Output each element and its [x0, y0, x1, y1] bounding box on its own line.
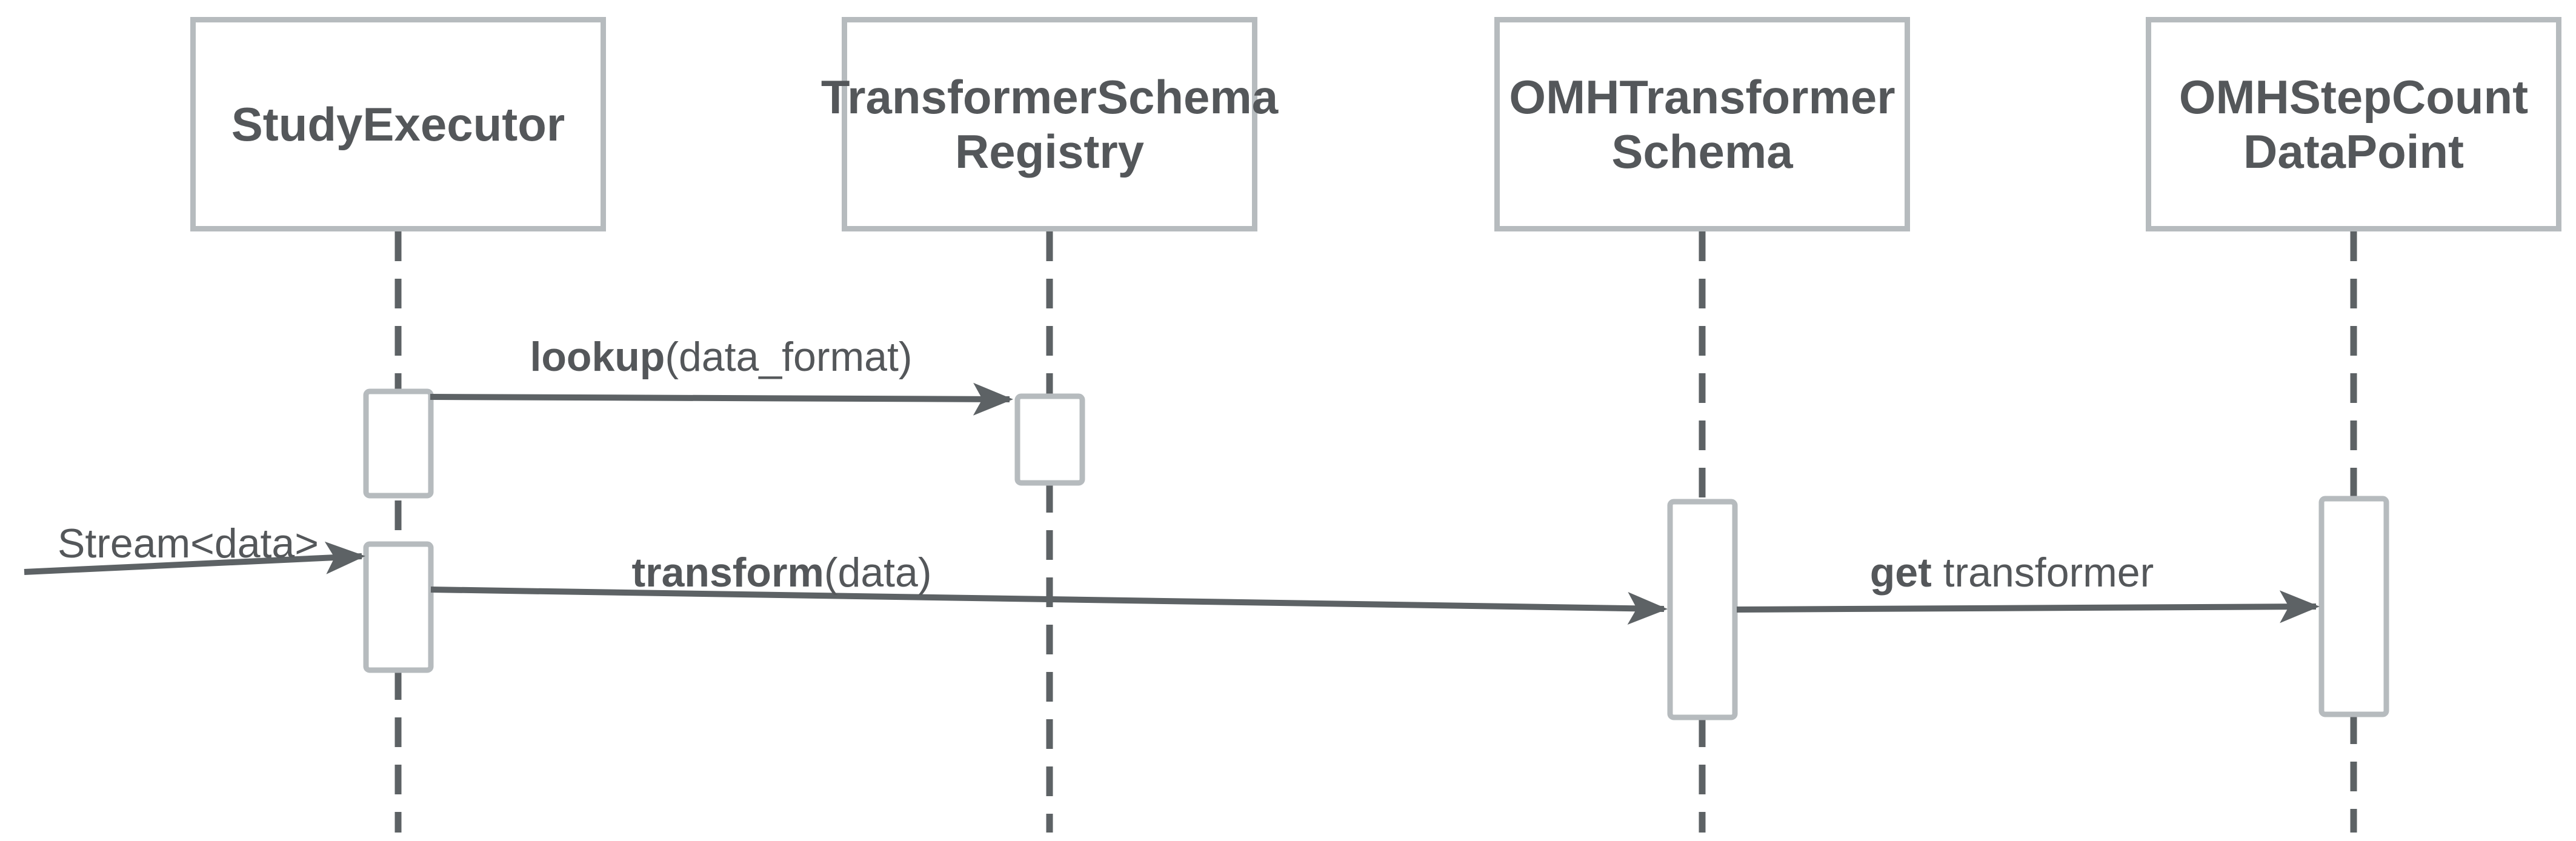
participant-label: Schema [1611, 125, 1793, 178]
message-text: transformer [1931, 550, 2154, 596]
participant-omh-transformer-schema: OMHTransformer Schema [1494, 17, 1910, 231]
message-text: (data_format) [665, 334, 913, 380]
message-label-transform: transform(data) [631, 549, 931, 596]
message-label-stream-data: Stream<data> [58, 520, 319, 567]
participant-omh-step-count-data-point: OMHStepCount DataPoint [2146, 17, 2561, 231]
participant-label: DataPoint [2243, 125, 2465, 178]
participant-label: OMHTransformer [1509, 70, 1895, 124]
activation-transformer-schema-registry [1014, 393, 1085, 486]
activation-study-executor-transform [363, 541, 434, 673]
message-text: (data) [824, 550, 932, 596]
message-text: Stream<data> [58, 520, 319, 567]
message-label-get-transformer: get transformer [1870, 549, 2154, 596]
arrow-transform [430, 587, 1668, 625]
activation-study-executor-lookup [363, 388, 434, 499]
arrow-get-transformer [1736, 590, 2320, 623]
activation-omh-transformer-schema [1667, 499, 1738, 720]
message-keyword: transform [631, 550, 824, 596]
participant-label: TransformerSchema [820, 70, 1279, 124]
arrow-lookup [430, 382, 1013, 416]
participant-label: StudyExecutor [231, 97, 565, 151]
participant-label: OMHStepCount [2178, 70, 2529, 124]
message-label-lookup: lookup(data_format) [530, 333, 912, 381]
participant-study-executor: StudyExecutor [190, 17, 606, 231]
activation-omh-step-count-data-point [2318, 496, 2389, 717]
arrow-stream-data [24, 541, 365, 575]
participant-label: Registry [954, 125, 1145, 178]
participant-transformer-schema-registry: TransformerSchema Registry [821, 17, 1278, 231]
message-keyword: get [1869, 550, 1932, 596]
message-keyword: lookup [530, 334, 665, 380]
